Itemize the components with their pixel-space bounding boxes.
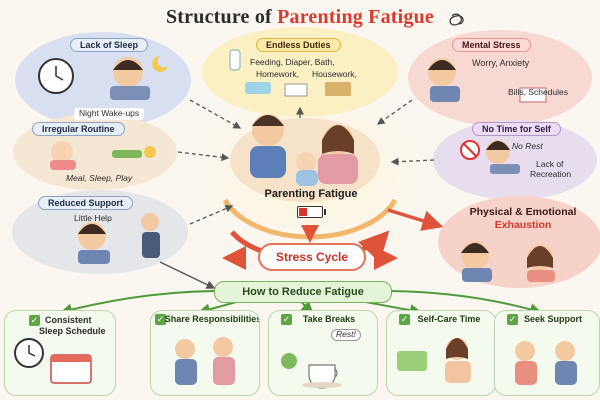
tip-share-label: Share Responsibilities bbox=[164, 314, 260, 324]
coffee-cup-icon bbox=[281, 353, 342, 389]
lack-of-sleep-panel bbox=[15, 32, 191, 128]
check-icon: ✓ bbox=[29, 315, 40, 326]
mental-stress-panel bbox=[408, 30, 592, 126]
tip-card-sleep-schedule: ✓ Consistent Sleep Schedule bbox=[4, 310, 116, 396]
alarm-clock-icon bbox=[14, 338, 92, 384]
exhaustion-arrow bbox=[387, 208, 444, 231]
endless-duties-housework: Housework, bbox=[312, 69, 357, 79]
no-rest-label: No Rest bbox=[512, 141, 543, 151]
tired-parents-illustration bbox=[230, 114, 380, 202]
support-group-illustration bbox=[515, 341, 577, 385]
reduced-support-caption: Little Help bbox=[74, 213, 112, 223]
reduce-fatigue-banner: How to Reduce Fatigue bbox=[214, 281, 392, 303]
battery-fill bbox=[299, 208, 307, 216]
reduced-support-panel bbox=[12, 190, 188, 274]
connector-arrows bbox=[177, 99, 435, 225]
lack-of-recreation-line2: Recreation bbox=[530, 169, 572, 179]
check-icon: ✓ bbox=[281, 314, 292, 325]
parenting-fatigue-center-label: Parenting Fatigue bbox=[264, 188, 358, 200]
tip-sleep-line2: Sleep Schedule bbox=[39, 326, 106, 336]
lack-of-sleep-caption: Night Wake-ups bbox=[74, 108, 145, 120]
tip-card-self-care: ✓ Self-Care Time bbox=[386, 310, 496, 396]
check-icon: ✓ bbox=[155, 314, 166, 325]
low-battery-icon bbox=[297, 206, 326, 218]
exhaustion-line1: Physical & Emotional bbox=[469, 206, 577, 218]
scribble-icon bbox=[449, 13, 464, 26]
exhaustion-panel bbox=[438, 196, 600, 288]
exhaustion-label: Physical & Emotional Exhaustion bbox=[448, 206, 598, 231]
no-time-for-self-panel bbox=[433, 120, 597, 200]
check-icon: ✓ bbox=[507, 314, 518, 325]
mental-stress-line1: Worry, Anxiety bbox=[472, 58, 530, 68]
page-title: Structure of Parenting Fatigue bbox=[0, 6, 600, 29]
reading-person-illustration bbox=[397, 338, 471, 383]
tip-card-share-responsibilities: ✓ Share Responsibilities bbox=[150, 310, 260, 396]
rest-bubble: Rest! bbox=[331, 329, 361, 341]
support-to-reduce-arrow bbox=[159, 261, 216, 289]
endless-duties-line1: Feeding, Diaper, Bath, bbox=[250, 57, 335, 67]
irregular-routine-caption: Meal, Sleep, Play bbox=[66, 173, 133, 183]
mental-stress-title: Mental Stress bbox=[452, 38, 531, 52]
title-part-2: Parenting Fatigue bbox=[277, 6, 434, 28]
endless-duties-panel bbox=[202, 27, 398, 117]
mental-stress-line2: Bills, Schedules bbox=[508, 87, 569, 97]
tip-sleep-line1: Consistent bbox=[45, 315, 92, 325]
tip-card-seek-support: ✓ Seek Support bbox=[494, 310, 600, 396]
tip-card-take-breaks: ✓ Take Breaks Rest! bbox=[268, 310, 378, 396]
reduced-support-title: Reduced Support bbox=[38, 196, 134, 210]
title-part-1: Structure of bbox=[165, 6, 272, 28]
no-time-for-self-title: No Time for Self bbox=[472, 122, 561, 136]
stress-cycle-label: Stress Cycle bbox=[258, 243, 366, 271]
check-icon: ✓ bbox=[399, 314, 410, 325]
tip-support-label: Seek Support bbox=[523, 314, 582, 324]
tip-breaks-label: Take Breaks bbox=[302, 314, 356, 324]
endless-duties-homework: Homework, bbox=[256, 69, 299, 79]
lack-of-sleep-title: Lack of Sleep bbox=[70, 38, 149, 52]
lack-of-recreation-line1: Lack of bbox=[536, 159, 564, 169]
tip-selfcare-label: Self-Care Time bbox=[417, 314, 481, 324]
endless-duties-title: Endless Duties bbox=[256, 38, 341, 52]
irregular-routine-title: Irregular Routine bbox=[32, 122, 125, 136]
exhaustion-line2: Exhaustion bbox=[494, 218, 552, 231]
family-illustration bbox=[175, 337, 235, 385]
